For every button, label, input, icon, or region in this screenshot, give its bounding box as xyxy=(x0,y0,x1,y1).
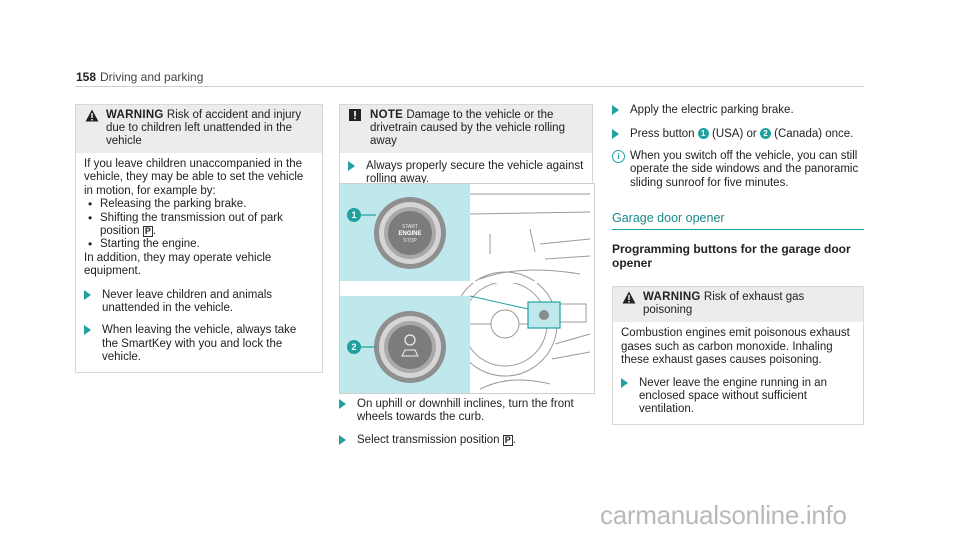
info-icon-wrap: i xyxy=(612,149,630,190)
engine-start-button-illustration: START ENGINE STOP 1 2 xyxy=(339,183,595,394)
section-heading: Garage door opener xyxy=(612,211,725,226)
step-arrow-icon xyxy=(84,289,102,316)
instruction-step: Select transmission position P. xyxy=(339,434,593,449)
list-item: •Releasing the parking brake. xyxy=(88,197,247,212)
warning-title-text: Risk of exhaust gas poisoning xyxy=(643,291,805,317)
list-item: •Shifting the transmission out of park p… xyxy=(88,210,283,238)
instruction-step: When leaving the vehicle, always take th… xyxy=(84,324,314,364)
page-number: 158 xyxy=(76,70,97,84)
note-label: NOTE xyxy=(370,109,404,121)
warning-box-children: WARNING Risk of accident and injury due … xyxy=(75,104,323,373)
instruction-step: On uphill or downhill inclines, turn the… xyxy=(339,398,593,425)
note-title-text: Damage to the vehicle or the drivetrain … xyxy=(370,109,565,147)
note-box: NOTE Damage to the vehicle or the drivet… xyxy=(339,104,593,195)
note-exclamation-icon xyxy=(349,109,361,125)
instruction-step: Press button 1 (USA) or 2 (Canada) once. xyxy=(612,128,864,143)
step-arrow-icon xyxy=(621,377,639,417)
callout-number: 1 xyxy=(697,128,709,140)
svg-text:2: 2 xyxy=(351,342,356,352)
svg-text:1: 1 xyxy=(351,210,356,220)
step-arrow-icon xyxy=(84,324,102,364)
step-arrow-icon xyxy=(339,434,357,449)
warning-intro: If you leave children unaccompanied in t… xyxy=(84,158,304,197)
column-3: Apply the electric parking brake. Press … xyxy=(612,104,864,425)
warning-label: WARNING xyxy=(643,291,701,304)
park-position-symbol: P xyxy=(142,226,153,238)
note-header: NOTE Damage to the vehicle or the drivet… xyxy=(340,105,592,153)
svg-text:START: START xyxy=(402,224,418,230)
info-note: i When you switch off the vehicle, you c… xyxy=(612,149,864,190)
instruction-step: Always properly secure the vehicle again… xyxy=(348,160,584,187)
warning-triangle-icon xyxy=(85,109,99,126)
warning-label: WARNING xyxy=(106,109,164,121)
warning-box-exhaust: WARNING Risk of exhaust gas poisoning Co… xyxy=(612,286,864,425)
instruction-step: Apply the electric parking brake. xyxy=(612,104,864,119)
column-2: NOTE Damage to the vehicle or the drivet… xyxy=(339,104,593,195)
callout-number: 2 xyxy=(759,128,771,140)
step-arrow-icon xyxy=(339,398,357,425)
park-position-symbol: P xyxy=(502,434,513,446)
garage-door-section: Garage door opener Programming buttons f… xyxy=(612,211,864,271)
note-body: Always properly secure the vehicle again… xyxy=(340,153,592,194)
svg-text:ENGINE: ENGINE xyxy=(398,231,421,237)
warning-outro: In addition, they may operate vehicle eq… xyxy=(84,251,272,278)
list-item: •Starting the engine. xyxy=(88,237,200,252)
warning-header: WARNING Risk of exhaust gas poisoning xyxy=(613,287,863,323)
warning-header: WARNING Risk of accident and injury due … xyxy=(76,105,322,153)
svg-text:STOP: STOP xyxy=(403,238,417,244)
step-arrow-icon xyxy=(612,128,630,143)
page-header: 158 Driving and parking xyxy=(76,70,864,90)
instruction-step: Never leave children and animals unatten… xyxy=(84,289,314,316)
info-icon: i xyxy=(612,149,625,163)
section-rule xyxy=(612,229,864,231)
column-2-steps: On uphill or downhill inclines, turn the… xyxy=(339,398,593,449)
step-arrow-icon xyxy=(348,160,366,187)
header-divider xyxy=(76,86,864,87)
step-arrow-icon xyxy=(612,104,630,119)
warning-body: If you leave children unaccompanied in t… xyxy=(76,153,322,372)
watermark: carmanualsonline.info xyxy=(600,500,847,530)
warning-title-text: Risk of accident and injury due to child… xyxy=(106,109,302,147)
column-1: WARNING Risk of accident and injury due … xyxy=(75,104,323,373)
warning-body: Combustion engines emit poisonous exhaus… xyxy=(613,322,863,423)
warning-triangle-icon xyxy=(622,291,636,308)
section-title: Driving and parking xyxy=(100,70,204,84)
sub-heading: Programming buttons for the garage door … xyxy=(612,242,851,271)
instruction-step: Never leave the engine running in an enc… xyxy=(621,377,855,417)
